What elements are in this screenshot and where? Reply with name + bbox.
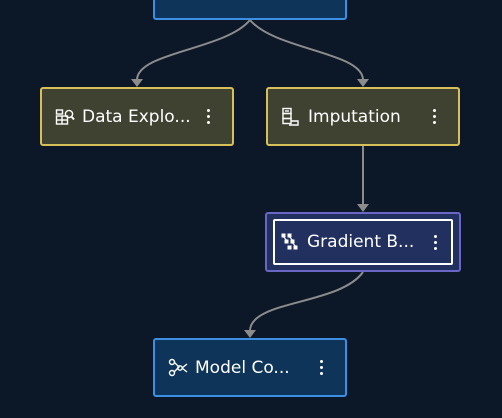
- gradient-boosting-icon: [279, 231, 301, 253]
- arrowhead-imputation: [357, 79, 369, 87]
- node-menu-button[interactable]: [424, 106, 444, 128]
- arrowhead-gradient-boosting: [357, 204, 369, 212]
- data-exploration-icon: [54, 106, 76, 128]
- node-label: Gradient B...: [307, 232, 415, 252]
- imputation-icon: [280, 106, 302, 128]
- pipeline-node-data-exploration[interactable]: Data Explo...: [40, 87, 234, 146]
- node-menu-button[interactable]: [198, 106, 218, 128]
- pipeline-node-model-comparison[interactable]: Model Co...: [153, 338, 347, 397]
- model-comparison-icon: [167, 357, 189, 379]
- pipeline-node-upstream[interactable]: [153, 0, 347, 20]
- edge-gradient-boosting-to-model-comparison: [249, 271, 364, 332]
- node-label: Imputation: [308, 106, 401, 127]
- arrowhead-data-exploration: [131, 79, 143, 87]
- pipeline-node-gradient-boosting[interactable]: Gradient B...: [265, 212, 461, 272]
- arrowhead-model-comparison: [244, 330, 256, 338]
- node-menu-button[interactable]: [425, 231, 445, 253]
- pipeline-node-imputation[interactable]: Imputation: [266, 87, 460, 146]
- edge-top-to-imputation: [249, 19, 364, 81]
- node-menu-button[interactable]: [311, 357, 331, 379]
- node-label: Model Co...: [195, 357, 290, 378]
- edge-top-to-data-exploration: [136, 19, 251, 81]
- node-label: Data Explo...: [82, 106, 191, 127]
